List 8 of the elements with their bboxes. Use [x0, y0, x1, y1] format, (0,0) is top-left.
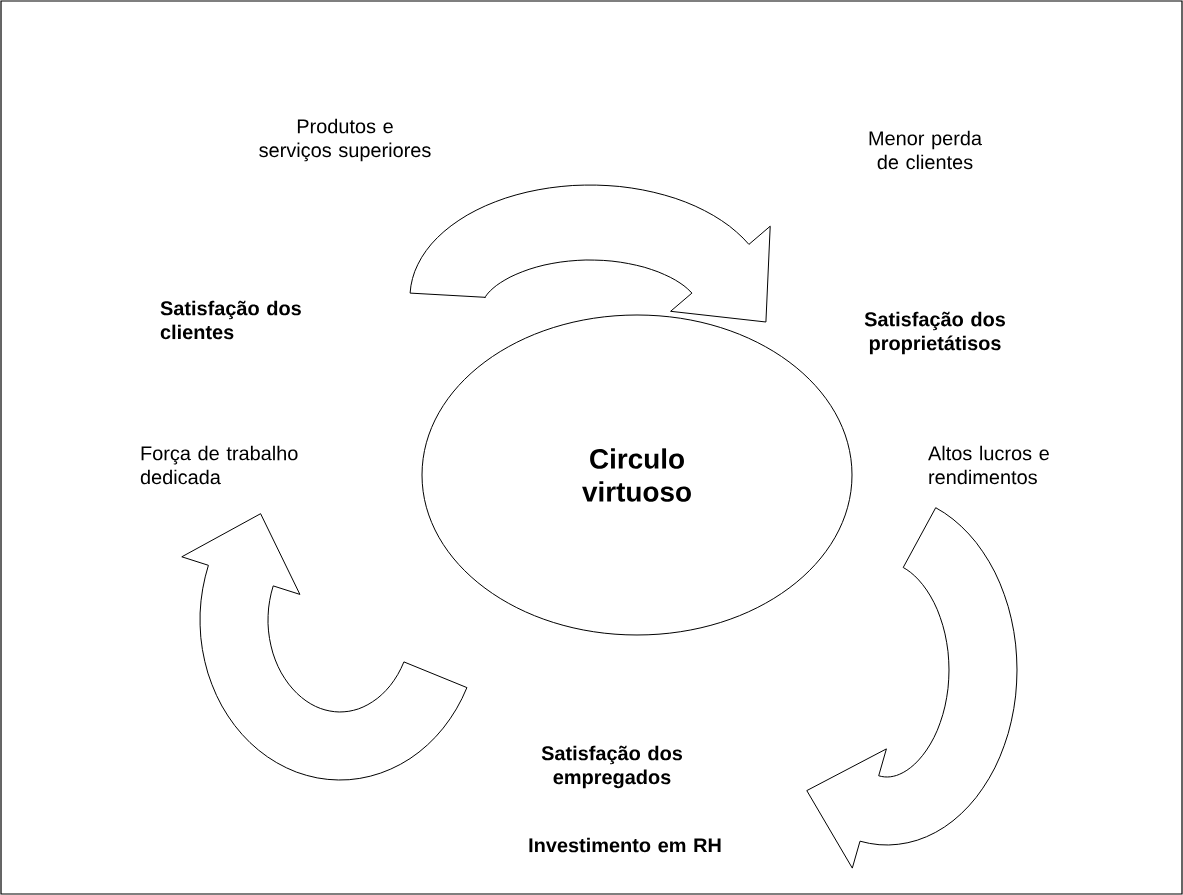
- label-text: Produtos e serviços superiores: [259, 118, 431, 162]
- heading-text: Investimento em RH: [529, 837, 721, 853]
- label-text: Menor perda de clientes: [869, 130, 982, 170]
- heading-text: Satisfação dos empregados: [541, 745, 683, 789]
- heading-text: Satisfação dos clientes: [160, 300, 301, 340]
- label-text: Altos lucros e rendimentos: [928, 445, 1049, 485]
- label-text: Força de trabalho dedicada: [140, 445, 298, 485]
- heading-text: Satisfação dos proprietátisos: [864, 311, 1006, 355]
